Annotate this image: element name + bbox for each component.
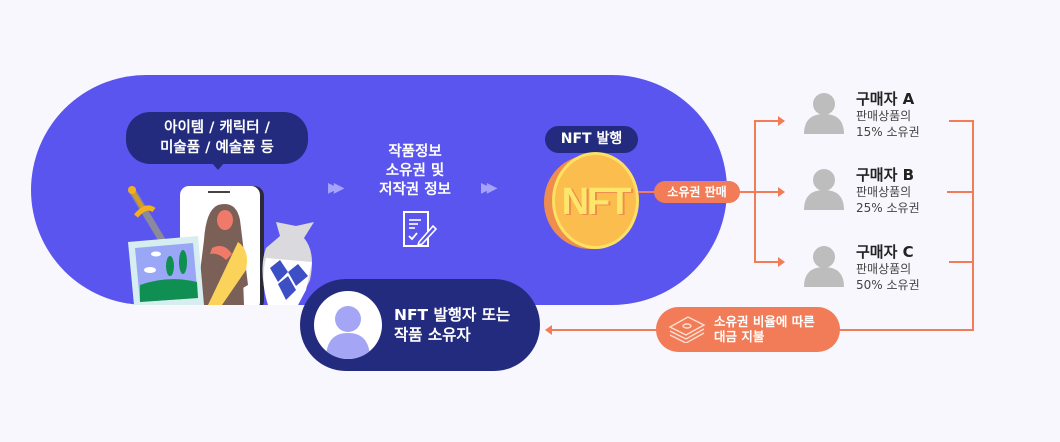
- arrow-right-icon: [778, 116, 785, 126]
- artwork-illustration: [128, 186, 314, 305]
- buyer-a: [804, 92, 844, 138]
- return-line: [972, 120, 974, 330]
- return-line: [949, 261, 973, 263]
- user-icon: [804, 169, 844, 210]
- nft-coin-icon: NFT: [552, 152, 639, 249]
- payment-line2: 대금 지불: [714, 329, 765, 344]
- arrow-right-icon: [778, 257, 785, 267]
- coin-label: NFT: [561, 181, 632, 223]
- return-line: [949, 120, 973, 122]
- chevron-right-icon: ▶▶: [328, 180, 344, 196]
- buyer-b: [804, 168, 844, 214]
- nft-issue-bubble: NFT 발행: [545, 126, 638, 158]
- buyer-desc: 판매상품의: [856, 185, 912, 199]
- arrow-left-icon: [545, 325, 552, 335]
- buyer-share: 25% 소유권: [856, 201, 920, 215]
- payment-text: 소유권 비율에 따른 대금 지불: [714, 314, 815, 344]
- buyer-desc: 판매상품의: [856, 109, 912, 123]
- info-line1: 작품정보: [388, 144, 442, 160]
- buyer-share: 15% 소유권: [856, 125, 920, 139]
- owner-label: NFT 발행자 또는 작품 소유자: [394, 305, 510, 345]
- buyer-c: [804, 245, 844, 291]
- picture-frame-icon: [128, 236, 204, 305]
- buyer-share: 50% 소유권: [856, 278, 920, 292]
- buyer-name: 구매자 A: [856, 90, 915, 108]
- user-icon: [804, 93, 844, 134]
- money-stack-icon: [668, 316, 706, 343]
- buyer-a-info: 구매자 A 판매상품의 15% 소유권: [856, 90, 920, 140]
- payment-line1: 소유권 비율에 따른: [714, 314, 815, 329]
- item-types-bubble: 아이템 / 캐릭터 / 미술품 / 예술품 등: [126, 112, 308, 170]
- owner-line1: NFT 발행자 또는: [394, 306, 511, 324]
- item-types-line2: 미술품 / 예술품 등: [160, 140, 274, 156]
- artwork-info-block: 작품정보 소유권 및 저작권 정보: [360, 143, 470, 200]
- user-icon: [804, 246, 844, 287]
- payment-pill: [656, 307, 840, 352]
- branch-line: [748, 191, 778, 193]
- avatar: [314, 291, 382, 359]
- owner-line2: 작품 소유자: [394, 326, 471, 344]
- user-icon: [326, 306, 370, 359]
- info-line2: 소유권 및: [385, 163, 445, 179]
- item-types-line1: 아이템 / 캐릭터 /: [164, 120, 270, 136]
- return-line: [947, 191, 973, 193]
- buyer-c-info: 구매자 C 판매상품의 50% 소유권: [856, 243, 920, 293]
- buyer-desc: 판매상품의: [856, 262, 912, 276]
- buyer-name: 구매자 C: [856, 243, 914, 261]
- buyer-b-info: 구매자 B 판매상품의 25% 소유권: [856, 166, 920, 216]
- vase-icon: [262, 222, 314, 305]
- info-line3: 저작권 정보: [379, 182, 451, 198]
- branch-line: [754, 120, 778, 122]
- document-pen-icon: [403, 211, 438, 247]
- branch-line: [754, 261, 778, 263]
- ownership-sale-pill: 소유권 판매: [654, 181, 740, 203]
- chevron-right-icon: ▶▶: [481, 180, 497, 196]
- buyer-name: 구매자 B: [856, 166, 915, 184]
- arrow-right-icon: [778, 187, 785, 197]
